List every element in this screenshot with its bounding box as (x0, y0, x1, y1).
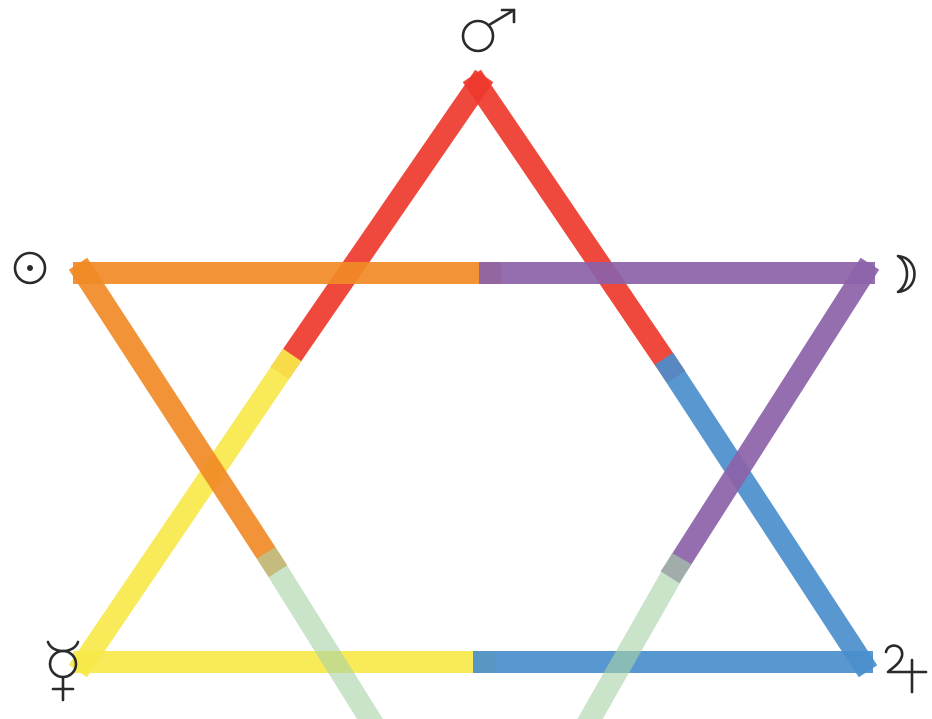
hexagram-diagram (0, 0, 932, 719)
